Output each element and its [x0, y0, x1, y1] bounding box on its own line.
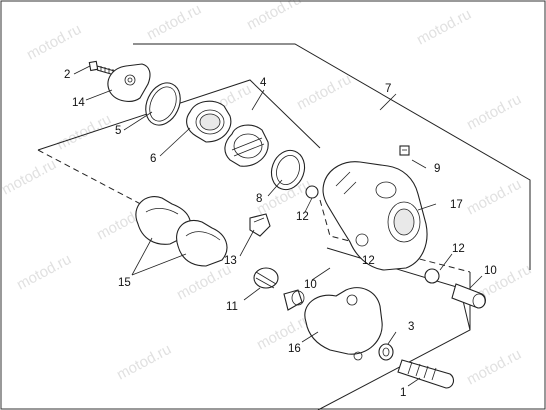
watermark: motod.ru: [144, 1, 204, 44]
callout-16: 16: [288, 343, 301, 355]
callout-13: 13: [224, 255, 237, 267]
part-piston-seal: [186, 100, 232, 143]
watermark: motod.ru: [464, 176, 524, 219]
callout-4: 4: [260, 77, 267, 89]
watermark: motod.ru: [294, 71, 354, 114]
callout-5: 5: [115, 125, 121, 137]
watermark: motod.ru: [244, 0, 304, 34]
leader-lines: [73, 65, 483, 387]
watermark: motod.ru: [14, 251, 74, 294]
watermark: motod.ru: [24, 21, 84, 64]
callout-11: 11: [226, 301, 238, 313]
part-o-ring: [424, 268, 440, 284]
part-ring: [270, 149, 306, 191]
callout-8: 8: [256, 193, 262, 205]
watermark-layer: motod.ru motod.ru motod.ru motod.ru moto…: [0, 0, 534, 389]
watermark: motod.ru: [0, 156, 59, 199]
callout-12: 12: [362, 255, 375, 267]
assembly-4-boundary: [37, 79, 321, 211]
callout-12: 12: [296, 211, 309, 223]
callout-12: 12: [452, 243, 465, 255]
part-piston: [224, 124, 269, 167]
part-boot: [253, 267, 279, 289]
callout-7: 7: [385, 83, 391, 95]
bracket-boundary: [319, 199, 471, 273]
callout-2: 2: [64, 69, 70, 81]
watermark: motod.ru: [174, 261, 234, 304]
part-o-ring: [305, 185, 319, 199]
part-caliper-body: [322, 161, 428, 271]
callout-15: 15: [118, 277, 131, 289]
part-sleeve: [283, 289, 305, 311]
callout-1: 1: [400, 387, 406, 399]
callout-labels: 1 2 3 4 5 6 7 8 9 10 10 11 12 12 12 13 1…: [64, 69, 497, 399]
watermark: motod.ru: [54, 111, 114, 154]
part-brake-pad: [176, 220, 228, 267]
watermark: motod.ru: [464, 346, 524, 389]
part-bolt: [399, 145, 410, 156]
part-long-bolt: [397, 359, 455, 389]
part-dust-seal: [145, 82, 181, 126]
watermark: motod.ru: [414, 6, 474, 49]
callout-10: 10: [304, 279, 317, 291]
part-pin: [451, 283, 487, 309]
callout-6: 6: [150, 153, 156, 165]
callout-10: 10: [484, 265, 497, 277]
callout-3: 3: [408, 321, 414, 333]
part-washer: [378, 343, 394, 361]
callout-9: 9: [434, 163, 440, 175]
part-plate: [107, 63, 151, 102]
watermark: motod.ru: [464, 91, 524, 134]
part-spring: [249, 213, 271, 237]
watermark: motod.ru: [114, 341, 174, 384]
part-bracket: [304, 287, 383, 361]
callout-17: 17: [450, 199, 463, 211]
callout-14: 14: [72, 97, 85, 109]
